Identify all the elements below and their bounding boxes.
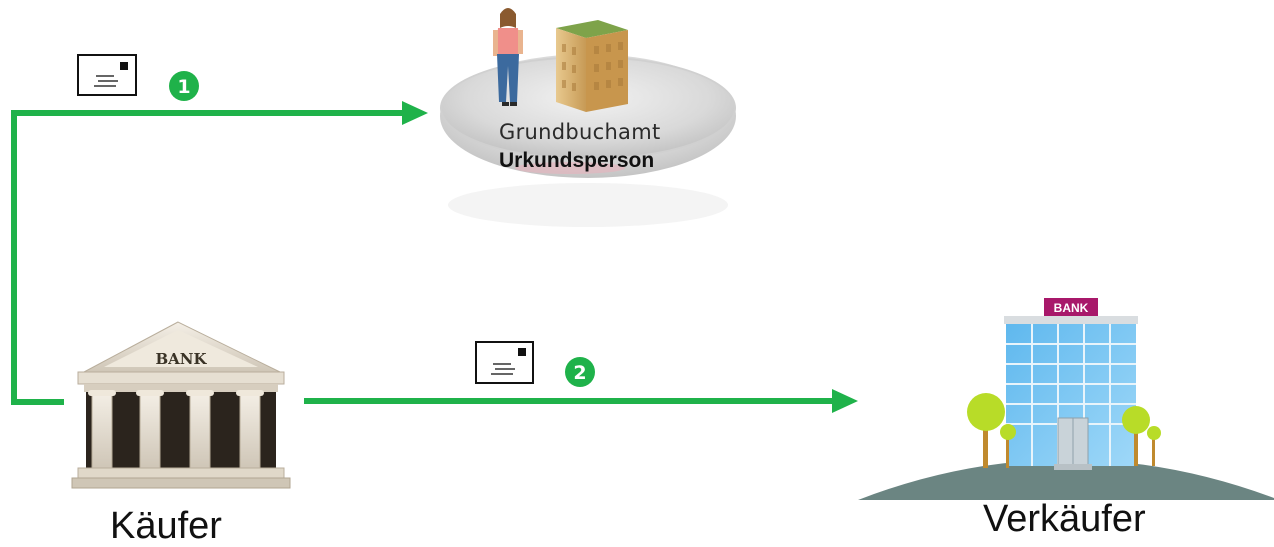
step-number: 1 — [177, 76, 190, 98]
urkundsperson-label: Urkundsperson — [499, 149, 655, 172]
bank-sign: BANK — [1054, 301, 1089, 315]
envelope-icon — [77, 54, 137, 96]
grundbuchamt-illustration — [440, 8, 736, 227]
buyer-label: Käufer — [110, 505, 222, 547]
modern-bank-icon: BANK — [858, 298, 1274, 500]
grundbuchamt-label: Grundbuchamt — [499, 120, 661, 144]
bank-sign: BANK — [155, 350, 207, 368]
step-number: 2 — [573, 362, 586, 384]
envelope-icon — [475, 341, 534, 384]
woman-figure-icon — [493, 8, 523, 106]
seller-label: Verkäufer — [983, 498, 1146, 540]
tree-icon — [967, 393, 1161, 468]
arrow-step-1 — [11, 101, 428, 405]
arrow-step-2 — [304, 389, 858, 413]
building-icon — [556, 20, 628, 112]
step-badge-1: 1 — [169, 71, 199, 101]
classical-bank-icon: BANK — [71, 321, 291, 489]
step-badge-2: 2 — [565, 357, 595, 387]
